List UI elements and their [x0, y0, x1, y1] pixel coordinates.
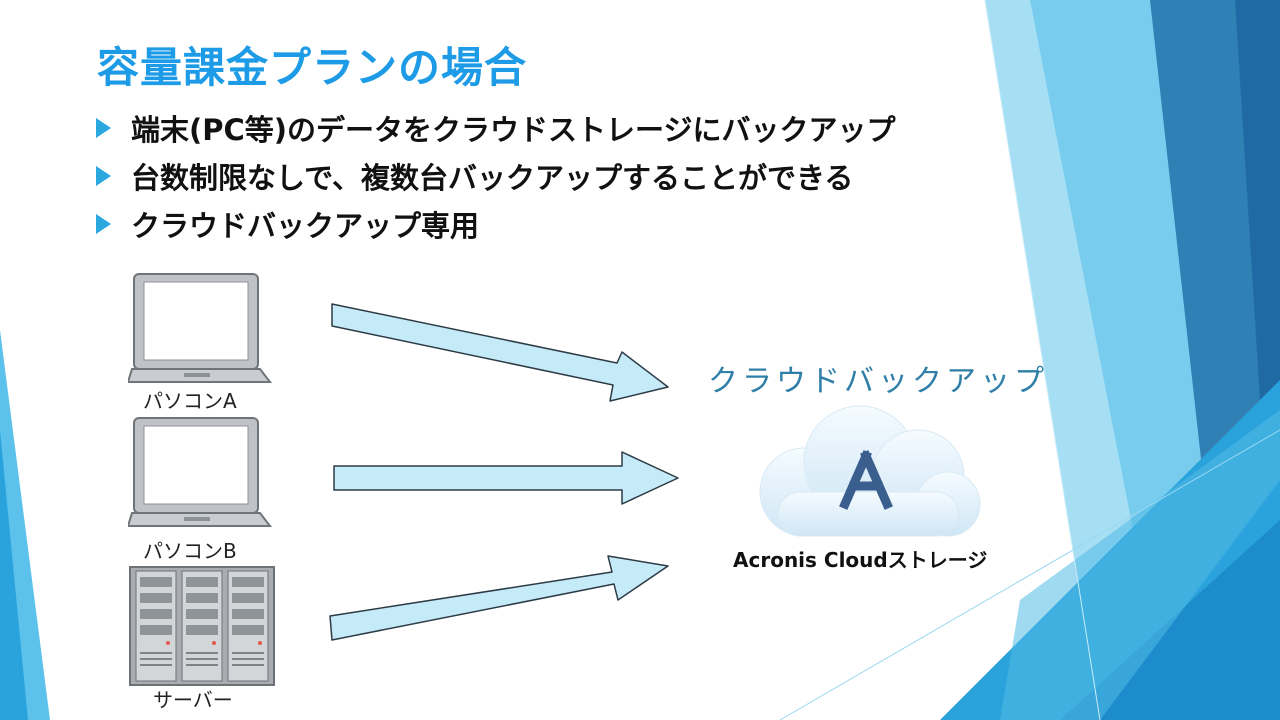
triangle-bullet-icon	[96, 166, 111, 186]
arrow-icon	[333, 451, 679, 505]
bullet-item: 台数制限なしで、複数台バックアップすることができる	[96, 152, 895, 200]
bullet-text: 端末(PC等)のデータをクラウドストレージにバックアップ	[131, 113, 896, 147]
triangle-bullet-icon	[96, 214, 111, 234]
bullet-list: 端末(PC等)のデータをクラウドストレージにバックアップ 台数制限なしで、複数台…	[96, 104, 895, 248]
cloud-caption: クラウドバックアップ	[708, 364, 1048, 399]
device-label-pc-a: パソコンA	[143, 389, 237, 413]
device-label-pc-b: パソコンB	[143, 539, 237, 563]
triangle-bullet-icon	[96, 118, 111, 138]
acronis-logo-icon	[839, 450, 893, 510]
laptop-icon	[128, 273, 273, 383]
bullet-item: クラウドバックアップ専用	[96, 200, 895, 248]
arrow-icon	[331, 303, 669, 402]
bullet-text: 台数制限なしで、複数台バックアップすることができる	[131, 161, 854, 195]
cloud-icon	[759, 405, 981, 537]
bullet-item: 端末(PC等)のデータをクラウドストレージにバックアップ	[96, 104, 895, 152]
arrow-icon	[329, 555, 669, 641]
laptop-icon	[128, 417, 273, 527]
bullet-text: クラウドバックアップ専用	[131, 209, 480, 243]
cloud-storage-label: Acronis Cloudストレージ	[733, 548, 988, 572]
device-label-server: サーバー	[153, 688, 233, 712]
server-rack-icon	[129, 566, 275, 686]
slide-title: 容量課金プランの場合	[97, 43, 528, 92]
